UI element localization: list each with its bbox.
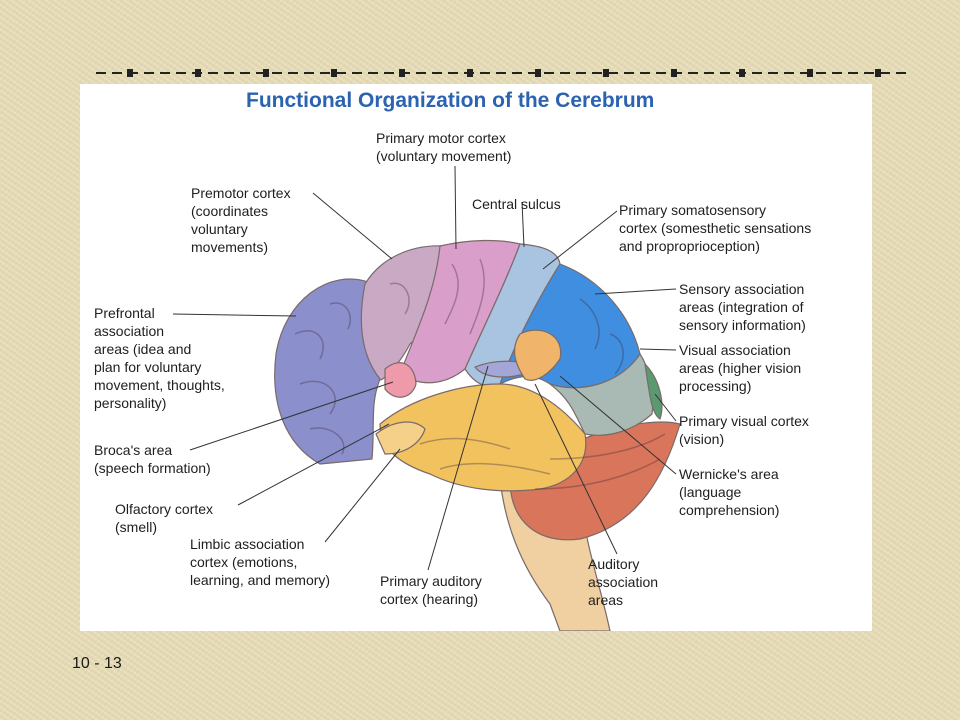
divider-marker bbox=[331, 69, 337, 77]
label-primary-somatosensory-cortex: Primary somatosensory cortex (somestheti… bbox=[619, 202, 812, 254]
label-auditory-association-areas: Auditory association areas bbox=[588, 556, 659, 608]
divider-marker bbox=[399, 69, 405, 77]
divider-marker bbox=[739, 69, 745, 77]
primary-visual-region bbox=[644, 363, 663, 420]
diagram-title: Functional Organization of the Cerebrum bbox=[246, 89, 655, 112]
gyrus-line bbox=[609, 333, 624, 375]
gyrus-line bbox=[579, 298, 600, 350]
gyrus-line bbox=[389, 282, 410, 315]
leader-central-sulcus bbox=[521, 201, 525, 248]
leader-visual-association bbox=[639, 348, 677, 351]
label-visual-association-areas: Visual association areas (higher vision … bbox=[679, 342, 802, 394]
label-primary-motor-cortex: Primary motor cortex (voluntary movement… bbox=[376, 130, 512, 164]
gyrus-line bbox=[534, 458, 661, 490]
leader-primary-visual bbox=[654, 393, 677, 422]
label-central-sulcus: Central sulcus bbox=[472, 196, 561, 212]
leader-limbic bbox=[324, 448, 401, 543]
divider-marker bbox=[535, 69, 541, 77]
gyrus-line bbox=[444, 263, 459, 325]
leader-olfactory bbox=[237, 423, 390, 506]
premotor-region bbox=[360, 245, 449, 381]
wernicke-region bbox=[513, 329, 562, 381]
divider-marker bbox=[195, 69, 201, 77]
gyrus-line bbox=[549, 433, 666, 460]
label-prefrontal-association-areas: Prefrontal association areas (idea and p… bbox=[94, 305, 225, 411]
divider-marker bbox=[671, 69, 677, 77]
leader-brocas-area bbox=[189, 381, 394, 451]
label-brocas-area: Broca's area (speech formation) bbox=[94, 442, 211, 476]
leader-sensory-association bbox=[594, 288, 677, 295]
divider-marker bbox=[127, 69, 133, 77]
label-sensory-association-areas: Sensory association areas (integration o… bbox=[679, 281, 806, 333]
gyrus-line bbox=[299, 380, 336, 415]
gyrus-line bbox=[469, 258, 485, 335]
gyrus-line bbox=[329, 302, 351, 330]
leader-primary-motor bbox=[454, 165, 457, 250]
temporal-region bbox=[379, 383, 587, 492]
brain-illustration bbox=[172, 165, 681, 631]
divider-marker bbox=[467, 69, 473, 77]
label-primary-auditory-cortex: Primary auditory cortex (hearing) bbox=[380, 573, 482, 607]
leader-primary-auditory bbox=[427, 365, 489, 571]
diagram-panel: Functional Organization of the Cerebrum … bbox=[80, 84, 872, 631]
leader-wernickes-area bbox=[559, 375, 677, 475]
slide-number: 10 - 13 bbox=[72, 655, 122, 672]
leader-auditory-association bbox=[534, 383, 618, 555]
leader-prefrontal bbox=[172, 313, 297, 317]
divider-marker bbox=[807, 69, 813, 77]
label-premotor-cortex: Premotor cortex (coordinates voluntary m… bbox=[191, 185, 291, 255]
leader-somatosensory bbox=[542, 210, 618, 270]
cerebellum bbox=[509, 421, 681, 541]
divider-marker bbox=[875, 69, 881, 77]
dashed-divider bbox=[96, 69, 906, 77]
gyrus-line bbox=[309, 427, 345, 455]
gyrus-line bbox=[439, 462, 551, 475]
label-limbic-association-cortex: Limbic association cortex (emotions, lea… bbox=[190, 536, 331, 588]
leader-premotor bbox=[312, 192, 393, 260]
label-primary-visual-cortex: Primary visual cortex (vision) bbox=[679, 413, 809, 447]
label-olfactory-cortex: Olfactory cortex (smell) bbox=[115, 501, 214, 535]
divider-marker bbox=[263, 69, 269, 77]
label-wernickes-area: Wernicke's area (language comprehension) bbox=[679, 466, 780, 518]
gyrus-line bbox=[419, 437, 511, 450]
limbic-region bbox=[375, 421, 426, 455]
broca-region bbox=[384, 362, 417, 398]
divider-marker bbox=[603, 69, 609, 77]
gyrus-line bbox=[294, 330, 324, 360]
